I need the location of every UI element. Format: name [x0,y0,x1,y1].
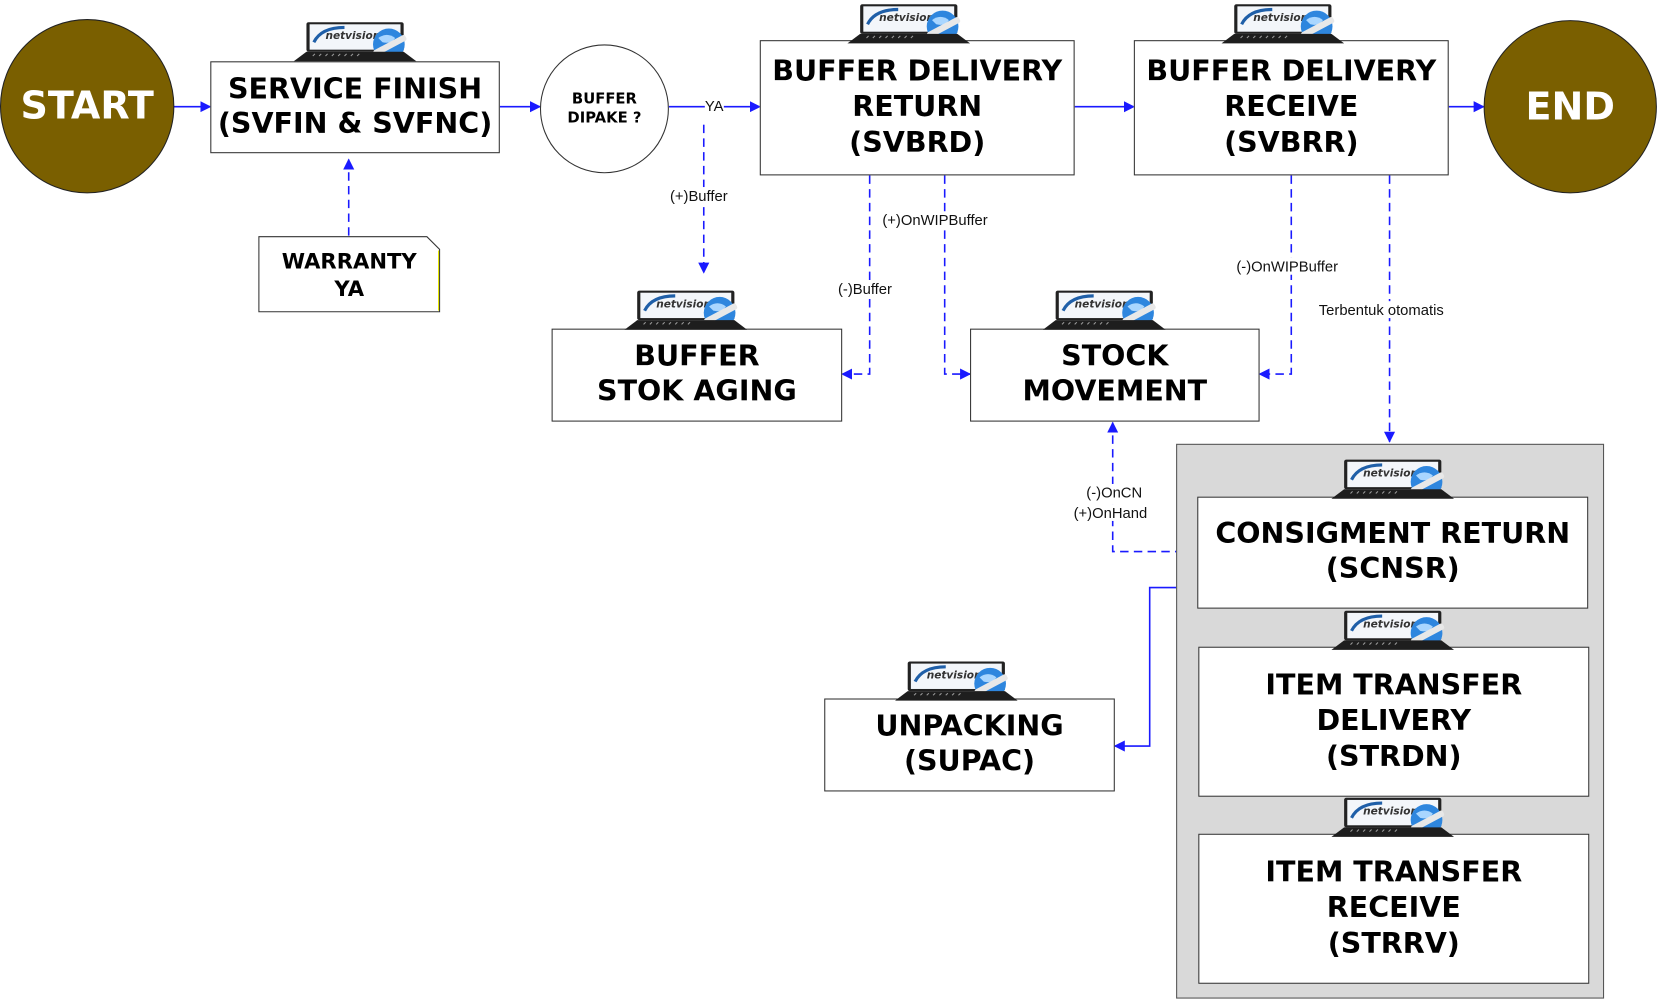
netvision-laptop-icon: netvision [895,661,1018,701]
svbrd-title-2: RETURN [852,91,983,124]
edge-label-plus-onhand: (+)OnHand [1073,504,1148,521]
warranty-note-shape [258,236,441,313]
netvision-laptop-icon: netvision [1042,290,1166,330]
strrv-code: (STRRV) [1327,927,1460,961]
svg-text:netvision: netvision [879,12,934,24]
end-label: END [1525,85,1615,129]
unpacking-code: (SUPAC) [903,744,1036,778]
process-unpacking: UNPACKING (SUPAC) [824,698,1115,792]
netvision-laptop-icon: netvision [1331,459,1455,499]
svbrd-title-1: BUFFER DELIVERY [772,55,1063,89]
decision-line-2: DIPAKE ? [567,109,642,127]
strrv-title-2: RECEIVE [1326,891,1461,925]
warranty-line-2: YA [334,275,365,301]
netvision-laptop-icon: netvision [1331,610,1455,650]
process-consigment-return: CONSIGMENT RETURN (SCNSR) [1197,496,1589,609]
svg-text:netvision: netvision [1363,619,1418,631]
process-buffer-stok-aging: BUFFER STOK AGING [551,328,843,422]
unpacking-title: UNPACKING [875,710,1064,743]
service-finish-code: (SVFIN & SVFNC) [217,107,493,141]
edge-label-plus-onwipbuffer: (+)OnWIPBuffer [882,211,988,229]
decision-line-1: BUFFER [571,90,637,108]
netvision-laptop-icon: netvision [293,22,417,62]
netvision-laptop-icon: netvision [624,290,748,330]
edge-svbrd-to-stock-movement [943,175,972,380]
stock-movement-title-1: STOCK [1061,340,1169,374]
buffer-stok-aging-title-2: STOK AGING [597,375,797,408]
warranty-note: WARRANTY YA [258,236,441,313]
svg-text:netvision: netvision [1363,806,1418,818]
edge-label-minus-oncn: (-)OnCN [1086,483,1143,501]
edge-label-minus-onwipbuffer: (-)OnWIPBuffer [1236,257,1338,275]
svg-text:netvision: netvision [1075,298,1130,310]
process-buffer-delivery-receive: BUFFER DELIVERY RECEIVE (SVBRR) [1133,40,1449,176]
svg-text:netvision: netvision [927,669,982,681]
buffer-stok-aging-title-1: BUFFER [634,340,760,374]
svbrd-code: (SVBRD) [849,126,986,160]
edge-consigment-to-unpacking [1113,586,1198,752]
svbrr-title-2: RECEIVE [1224,91,1359,124]
process-buffer-delivery-return: BUFFER DELIVERY RETURN (SVBRD) [759,40,1075,176]
netvision-laptop-icon: netvision [1331,797,1455,837]
start-label: START [20,84,154,128]
process-item-transfer-delivery: ITEM TRANSFER DELIVERY (STRDN) [1198,646,1590,797]
end-terminal: END [1483,20,1657,194]
edge-consigment-to-stock-movement [1107,421,1198,553]
buffer-dipake-decision: BUFFER DIPAKE ? [539,44,669,174]
svg-text:netvision: netvision [325,30,380,42]
process-stock-movement: STOCK MOVEMENT [970,328,1260,422]
svg-text:netvision: netvision [1363,468,1418,480]
edge-svbrd-to-buffer-stok-aging [841,175,871,380]
edge-label-plus-buffer: (+)Buffer [669,187,728,204]
process-item-transfer-receive: ITEM TRANSFER RECEIVE (STRRV) [1198,833,1590,984]
edge-label-ya: YA [704,97,724,115]
svg-text:netvision: netvision [656,298,711,310]
edge-label-terbentuk-otomatis: Terbentuk otomatis [1318,301,1444,319]
edge-label-minus-buffer: (-)Buffer [837,280,892,297]
strrv-title-1: ITEM TRANSFER [1265,856,1523,890]
netvision-laptop-icon: netvision [1221,4,1345,44]
warranty-line-1: WARRANTY [281,247,417,274]
strdn-title-2: DELIVERY [1316,704,1472,738]
strdn-title-1: ITEM TRANSFER [1265,669,1523,703]
netvision-laptop-icon: netvision [847,4,971,44]
consigment-return-code: (SCNSR) [1325,552,1460,586]
service-finish-title: SERVICE FINISH [227,72,483,106]
stock-movement-title-2: MOVEMENT [1022,375,1208,408]
start-terminal: START [0,19,175,194]
consigment-return-title: CONSIGMENT RETURN [1215,517,1571,551]
svbrr-code: (SVBRR) [1224,126,1359,160]
svg-text:netvision: netvision [1253,12,1308,24]
strdn-code: (STRDN) [1325,740,1462,774]
svbrr-title-1: BUFFER DELIVERY [1146,55,1437,89]
process-service-finish: SERVICE FINISH (SVFIN & SVFNC) [210,61,500,154]
